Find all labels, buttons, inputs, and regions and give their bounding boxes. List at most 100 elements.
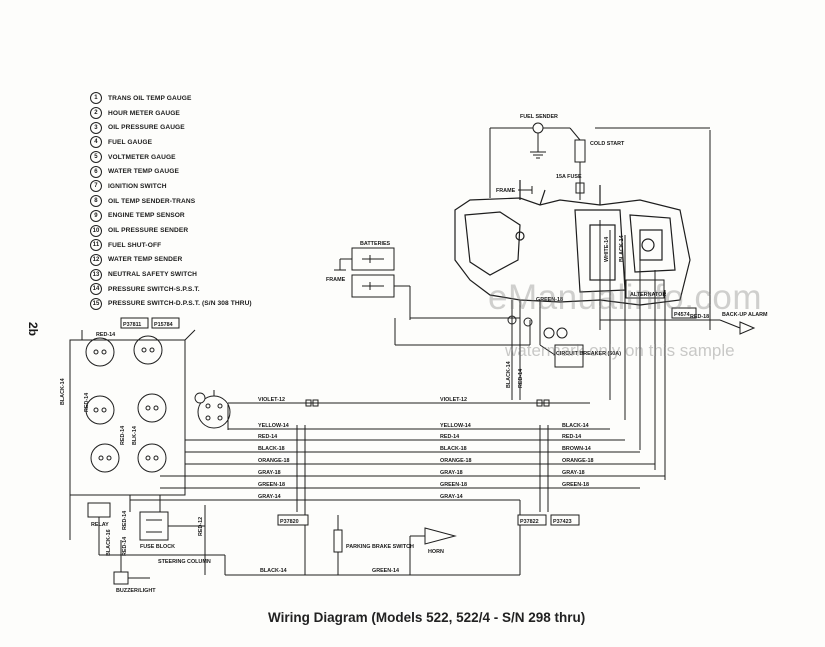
legend-label: FUEL GAUGE xyxy=(108,138,153,146)
wire-blk14-mid: BLK-14 xyxy=(132,426,138,445)
label-fuel-sender: FUEL SENDER xyxy=(520,114,558,120)
legend-number: 4 xyxy=(90,136,102,149)
legend-label: PRESSURE SWITCH-D.P.S.T. (S/N 308 THRU) xyxy=(108,300,252,308)
legend-item: 4 FUEL GAUGE xyxy=(90,135,252,150)
circuit-breaker xyxy=(539,300,584,368)
legend-number: 9 xyxy=(90,209,102,222)
horn xyxy=(424,527,457,545)
legend-item: 7 IGNITION SWITCH xyxy=(90,179,252,194)
harness-bundle-right xyxy=(539,425,549,512)
legend-item: 6 WATER TEMP GAUGE xyxy=(90,164,252,179)
wire-right-5: GRAY-18 xyxy=(562,470,585,476)
legend-item: 15 PRESSURE SWITCH-D.P.S.T. (S/N 308 THRU… xyxy=(90,297,252,312)
ignition-switch xyxy=(197,390,231,430)
legend-number: 14 xyxy=(90,283,102,296)
wire-mid-2: RED-14 xyxy=(440,434,459,440)
wire-right-2: RED-14 xyxy=(562,434,581,440)
legend-item: 11 FUEL SHUT-OFF xyxy=(90,238,252,253)
wire-right-6: GREEN-18 xyxy=(562,482,589,488)
legend-number: 6 xyxy=(90,165,102,178)
legend-label: VOLTMETER GAUGE xyxy=(108,153,176,161)
label-fuse-15a: 15A FUSE xyxy=(556,174,582,180)
legend-number: 11 xyxy=(90,239,102,252)
legend-number: 3 xyxy=(90,121,102,134)
label-alternator: ALTERNATOR xyxy=(630,292,666,298)
legend-label: HOUR METER GAUGE xyxy=(108,109,180,117)
batteries xyxy=(334,247,411,320)
alternator xyxy=(625,279,665,299)
wire-red14-bottom: RED-14 xyxy=(122,537,128,556)
buzzer-light xyxy=(113,540,150,585)
label-circuit-breaker: CIRCUIT BREAKER (50A) xyxy=(556,351,621,357)
legend-number: 12 xyxy=(90,253,102,266)
label-cold-start: COLD START xyxy=(590,141,625,147)
legend-label: IGNITION SWITCH xyxy=(108,182,167,190)
legend-label: NEUTRAL SAFETY SWITCH xyxy=(108,271,198,279)
legend-number: 8 xyxy=(90,195,102,208)
label-parking-brake: PARKING BRAKE SWITCH xyxy=(346,544,414,550)
fuse-block xyxy=(139,505,206,575)
parking-brake-switch xyxy=(333,515,343,575)
watermark-site: eManualinfo.com xyxy=(488,278,763,317)
legend-number: 13 xyxy=(90,268,102,281)
wire-mid-5: GRAY-18 xyxy=(440,470,463,476)
wire-red14-mid: RED-14 xyxy=(120,426,126,445)
label-frame-top: FRAME xyxy=(496,188,516,194)
fuel-sender xyxy=(489,122,546,159)
connector-p37811: P37811 xyxy=(123,322,141,328)
wire-mid-0: VIOLET-12 xyxy=(440,397,467,403)
legend-item: 9 ENGINE TEMP SENSOR xyxy=(90,209,252,224)
wire-right-3: BROWN-14 xyxy=(562,446,591,452)
legend-number: 10 xyxy=(90,224,102,237)
legend-label: FUEL SHUT-OFF xyxy=(108,241,162,249)
wire-mid-1: YELLOW-14 xyxy=(440,423,471,429)
wire-red14-left: RED-14 xyxy=(84,393,90,412)
label-horn: HORN xyxy=(428,549,444,555)
wire-black16-bottom: BLACK-16 xyxy=(106,529,112,556)
wire-black14-vertical: BLACK-14 xyxy=(506,361,512,388)
legend-label: WATER TEMP GAUGE xyxy=(108,168,179,176)
connector-p37822: P37822 xyxy=(520,519,539,525)
watermark-note: watermark only on this sample xyxy=(505,341,735,360)
connector-p37423: P37423 xyxy=(553,519,572,525)
legend-number: 5 xyxy=(90,151,102,164)
wire-left-7: GRAY-14 xyxy=(258,494,281,500)
legend-number: 7 xyxy=(90,180,102,193)
wire-black14-engine: BLACK-14 xyxy=(619,235,625,262)
legend-item: 12 WATER TEMP SENDER xyxy=(90,253,252,268)
legend-label: PRESSURE SWITCH-S.P.S.T. xyxy=(108,285,200,293)
legend-label: OIL PRESSURE GAUGE xyxy=(108,124,185,132)
page-number: 2b xyxy=(26,321,41,337)
wire-red12: RED-12 xyxy=(198,517,204,536)
legend-label: OIL PRESSURE SENDER xyxy=(108,227,189,235)
wire-black14-left: BLACK-14 xyxy=(60,378,66,405)
label-batteries: BATTERIES xyxy=(360,241,391,247)
frame-ground-top xyxy=(518,186,533,194)
harness-wires xyxy=(130,402,665,501)
wire-red18-right: RED-18 xyxy=(690,314,709,320)
connector-p4574: P4574 xyxy=(674,312,690,318)
cold-start xyxy=(543,127,586,200)
label-backup-alarm: BACK-UP ALARM xyxy=(722,312,768,318)
wire-mid-7: GRAY-14 xyxy=(440,494,463,500)
label-frame-left: FRAME xyxy=(326,277,346,283)
wire-red14-vertical: RED-14 xyxy=(518,369,524,388)
legend-number: 15 xyxy=(90,297,102,310)
gauge-cluster xyxy=(69,329,196,496)
wire-left-5: GRAY-18 xyxy=(258,470,281,476)
wire-right-4: ORANGE-18 xyxy=(562,458,593,464)
wire-left-0: VIOLET-12 xyxy=(258,397,285,403)
legend-item: 13 NEUTRAL SAFETY SWITCH xyxy=(90,267,252,282)
wire-green14-bottom: GREEN-14 xyxy=(372,568,399,574)
legend-item: 5 VOLTMETER GAUGE xyxy=(90,150,252,165)
legend-label: WATER TEMP SENDER xyxy=(108,256,183,264)
legend-number: 1 xyxy=(90,92,102,105)
wire-left-4: ORANGE-18 xyxy=(258,458,289,464)
backup-alarm xyxy=(739,321,756,335)
wire-red14-relay: RED-14 xyxy=(122,511,128,530)
legend-item: 3 OIL PRESSURE GAUGE xyxy=(90,120,252,135)
legend-label: ENGINE TEMP SENSOR xyxy=(108,212,185,220)
